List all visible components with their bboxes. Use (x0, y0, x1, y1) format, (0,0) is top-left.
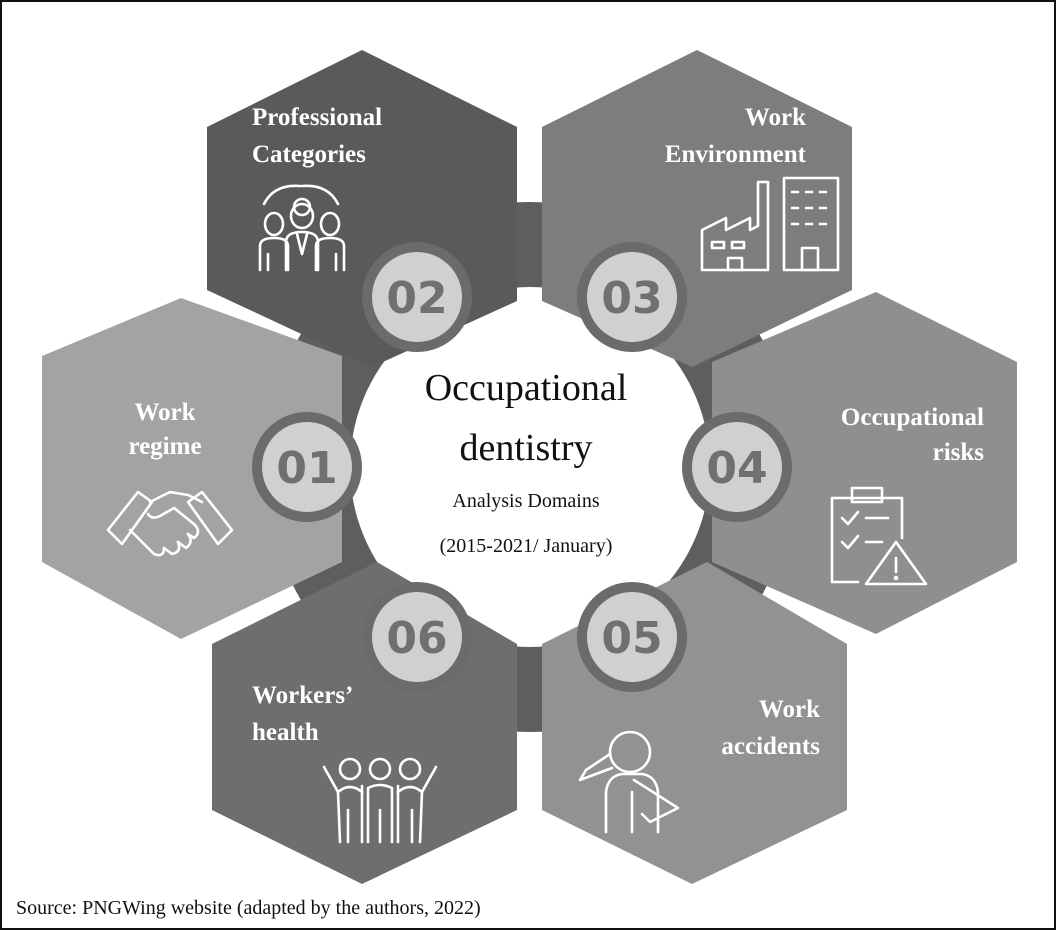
source-caption: Source: PNGWing website (adapted by the … (16, 897, 481, 919)
center-subtitle: Analysis Domains (452, 490, 599, 512)
domain-02-label-line1: Professional (252, 104, 382, 131)
hexagon-domain-01 (42, 298, 342, 639)
center-title-line1: Occupational (425, 367, 628, 409)
center-title-line2: dentistry (460, 427, 593, 469)
injured-person-icon (578, 730, 680, 834)
domain-05-label-line1: Work (759, 696, 820, 723)
hexagon-domain-02 (207, 50, 517, 367)
badge-03: 03 (577, 242, 687, 352)
checklist-warning-icon (830, 486, 928, 586)
team-gear-icon (258, 184, 346, 272)
domain-04-label-line1: Occupational (841, 404, 984, 431)
domain-02-label-line2: Categories (252, 141, 366, 168)
badge-04: 04 (682, 412, 792, 522)
badge-number: 04 (706, 443, 767, 494)
badge-05: 05 (577, 582, 687, 692)
group-people-icon (322, 757, 438, 844)
domain-01-label-line2: regime (128, 433, 201, 460)
domain-03-label-line2: Environment (665, 141, 807, 168)
handshake-icon (106, 490, 234, 557)
badge-01: 01 (252, 412, 362, 522)
factory-building-icon (700, 176, 840, 272)
badge-number: 03 (601, 273, 662, 324)
badge-number: 06 (386, 613, 447, 664)
domain-01-label-line1: Work (134, 399, 195, 426)
badge-06: 06 (362, 582, 472, 692)
domain-04-label-line2: risks (933, 439, 985, 466)
hexagon-domain-04 (712, 292, 1017, 634)
center-period: (2015-2021/ January) (440, 535, 613, 557)
badge-number: 01 (276, 443, 337, 494)
domain-03-label-line1: Work (745, 104, 806, 131)
badge-number: 05 (601, 613, 662, 664)
domain-06-label-line1: Workers’ (252, 682, 353, 709)
domain-06-label-line2: health (252, 719, 319, 746)
badge-02: 02 (362, 242, 472, 352)
center-disc (350, 287, 710, 647)
badge-number: 02 (386, 273, 447, 324)
domain-05-label-line2: accidents (721, 733, 820, 760)
